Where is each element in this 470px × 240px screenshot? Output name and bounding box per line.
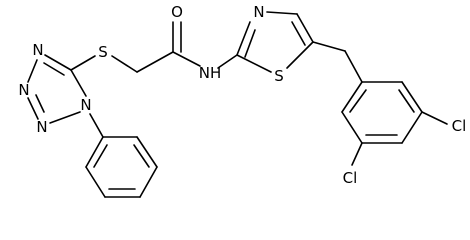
atom-nh-amide: NH xyxy=(199,64,222,82)
bond-ph-f xyxy=(85,136,104,168)
bond-ch2-ar xyxy=(344,50,363,83)
bond-co-nh xyxy=(172,51,201,67)
atom-n-tz1: N xyxy=(80,96,91,114)
bond-thz-c5-s1 xyxy=(286,41,314,69)
atom-n-thiazole: N xyxy=(253,3,264,21)
bond-ar-5 xyxy=(341,111,363,144)
bond-ar-cl-lower xyxy=(351,142,363,166)
chemical-structure: N N N N S O NH N S Cl Cl xyxy=(18,3,466,198)
bond-ar-2 xyxy=(401,81,423,113)
atom-o-carbonyl: O xyxy=(171,3,183,21)
atom-s-thiazole: S xyxy=(274,67,284,85)
bond-ar-3 xyxy=(401,111,423,144)
bond-tz-n3-n2 xyxy=(27,97,39,120)
bond-ph-c xyxy=(139,166,158,198)
bond-nh-c2 xyxy=(217,54,238,69)
bond-thz-c2-n3-double xyxy=(244,29,256,58)
bond-thz-n3-c4 xyxy=(266,11,298,15)
bond-c5-s xyxy=(70,55,96,71)
bond-thz-c2-n3 xyxy=(236,21,251,56)
atom-n-tz4: N xyxy=(32,41,43,59)
bond-s-ch2 xyxy=(111,55,138,73)
atom-labels: N N N N S O NH N S Cl Cl xyxy=(18,3,466,187)
bond-ar-6 xyxy=(341,81,363,113)
atom-n-tz2: N xyxy=(36,118,47,136)
bond-c5-ch2 xyxy=(312,41,346,52)
bond-ph-b xyxy=(136,136,158,168)
bond-tz-n3-n2-double xyxy=(35,94,45,113)
bond-tz-c5-n4-double xyxy=(43,62,65,76)
bond-tz-n1-c5 xyxy=(70,69,87,97)
atom-cl-lower: Cl xyxy=(343,169,358,187)
atom-cl-upper: Cl xyxy=(452,117,467,135)
bond-tz-c5-n4 xyxy=(44,54,72,71)
bond-n1-phenyl xyxy=(89,113,104,138)
bond-ar-6-inner xyxy=(349,89,367,113)
bond-thz-s1-c2 xyxy=(236,54,272,73)
bond-ar-cl-upper xyxy=(421,111,448,125)
atom-n-tz3: N xyxy=(18,81,29,99)
bond-thz-c4-c5 xyxy=(296,13,314,43)
bond-tz-n4-n3 xyxy=(27,59,38,83)
bond-ar-2-inner xyxy=(398,89,415,113)
bond-ph-f-inner xyxy=(93,144,108,168)
bond-ch2-co xyxy=(136,51,174,73)
bond-thz-c4-c5-double xyxy=(291,21,306,46)
atom-s-thioether: S xyxy=(98,43,108,61)
bonds xyxy=(27,11,448,198)
bond-tz-n2-n1 xyxy=(49,111,81,124)
bond-ph-b-inner xyxy=(133,144,150,168)
bond-ph-e xyxy=(85,166,106,198)
